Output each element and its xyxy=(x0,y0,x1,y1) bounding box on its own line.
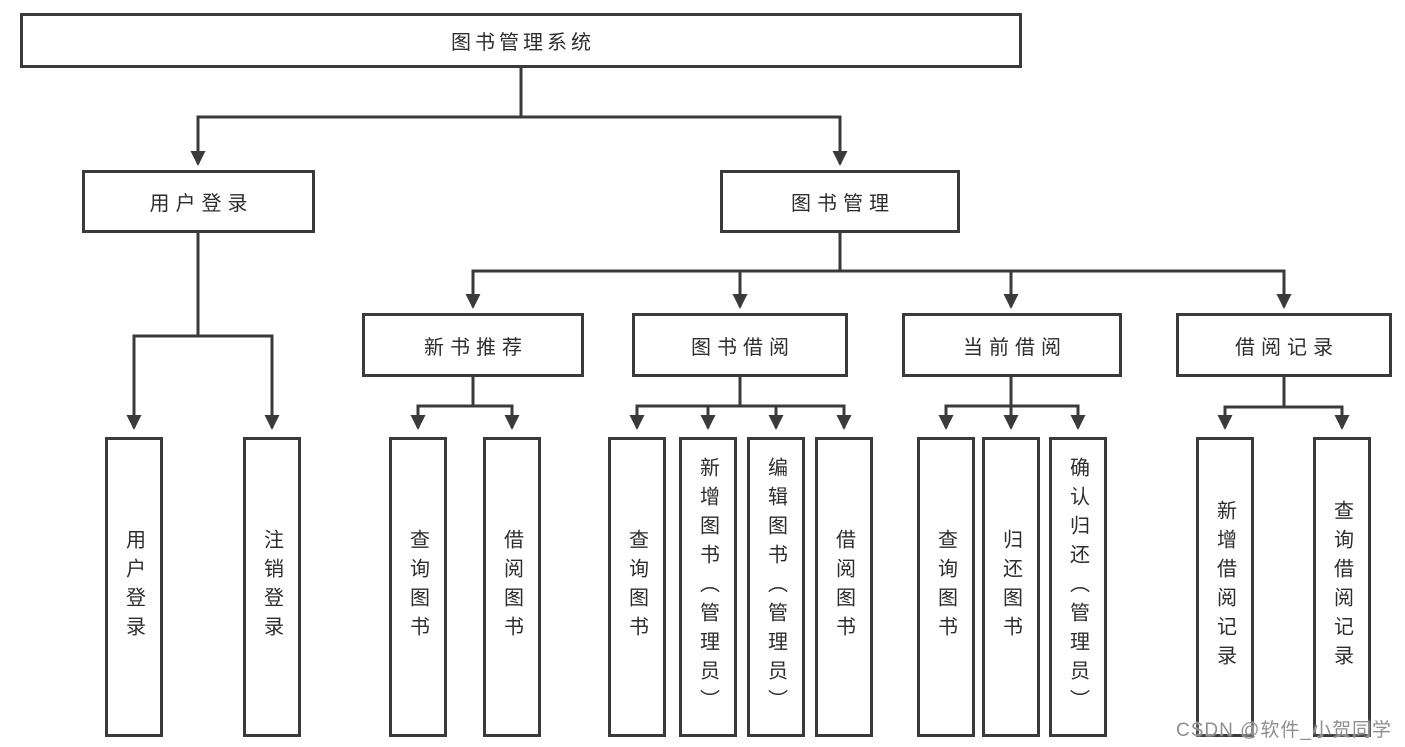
node-borrow-records: 借阅记录 xyxy=(1176,313,1392,377)
leaf-query-borrow-record-label: 查询借阅记录 xyxy=(1330,500,1353,674)
node-book-borrow: 图书借阅 xyxy=(632,313,848,377)
leaf-user-login: 用户登录 xyxy=(105,437,163,737)
leaf-add-borrow-record-label: 新增借阅记录 xyxy=(1213,500,1236,674)
leaf-borrow-books-recommend: 借阅图书 xyxy=(483,437,541,737)
leaf-query-books-current: 查询图书 xyxy=(917,437,975,737)
leaf-logout-label: 注销登录 xyxy=(260,529,283,645)
leaf-query-books-borrow-label: 查询图书 xyxy=(625,529,648,645)
leaf-edit-books-admin: 编辑图书（管理员） xyxy=(747,437,805,737)
leaf-add-books-admin-label: 新增图书（管理员） xyxy=(696,456,719,718)
leaf-return-books-label: 归还图书 xyxy=(999,529,1022,645)
leaf-query-books-recommend: 查询图书 xyxy=(389,437,447,737)
leaf-user-login-label: 用户登录 xyxy=(122,529,145,645)
node-book-management: 图书管理 xyxy=(720,170,960,233)
leaf-query-books-borrow: 查询图书 xyxy=(608,437,666,737)
leaf-logout: 注销登录 xyxy=(243,437,301,737)
leaf-query-borrow-record: 查询借阅记录 xyxy=(1313,437,1371,737)
leaf-query-books-recommend-label: 查询图书 xyxy=(406,529,429,645)
node-current-borrow: 当前借阅 xyxy=(902,313,1122,377)
leaf-borrow-books: 借阅图书 xyxy=(815,437,873,737)
node-new-book-recommend: 新书推荐 xyxy=(362,313,584,377)
leaf-confirm-return-admin-label: 确认归还（管理员） xyxy=(1066,456,1089,718)
leaf-borrow-books-label: 借阅图书 xyxy=(832,529,855,645)
leaf-add-borrow-record: 新增借阅记录 xyxy=(1196,437,1254,737)
leaf-confirm-return-admin: 确认归还（管理员） xyxy=(1049,437,1107,737)
leaf-query-books-current-label: 查询图书 xyxy=(934,529,957,645)
leaf-borrow-books-recommend-label: 借阅图书 xyxy=(500,529,523,645)
leaf-add-books-admin: 新增图书（管理员） xyxy=(679,437,737,737)
leaf-return-books: 归还图书 xyxy=(982,437,1040,737)
node-root-library-system: 图书管理系统 xyxy=(20,13,1022,68)
leaf-edit-books-admin-label: 编辑图书（管理员） xyxy=(764,456,787,718)
node-user-login: 用户登录 xyxy=(82,170,315,233)
